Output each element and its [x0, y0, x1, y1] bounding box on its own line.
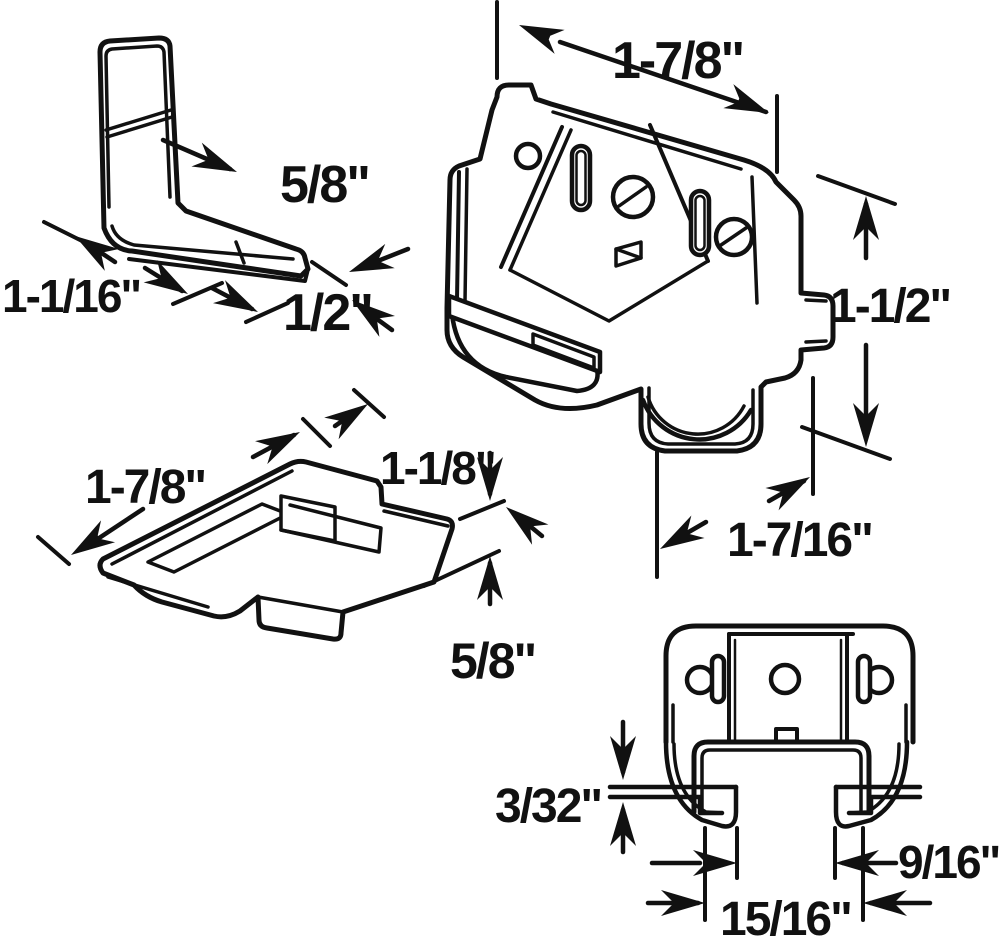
dim-glide-boss-length: 1-1/8" [380, 442, 495, 494]
dim-bracket-height: 1-1/2" [830, 280, 950, 333]
dim-track-lip-thickness: 3/32" [495, 780, 601, 833]
corner-bracket-figure [97, 35, 311, 283]
drawer-glide-figure [97, 458, 455, 642]
corner-bracket-dimensions: 5/8" 1-1/16" 1/2" [2, 137, 411, 342]
dim-track-hook-spacing: 9/16" [898, 836, 999, 888]
dim-bracket-depth: 1-7/16" [727, 514, 872, 567]
dim-corner-top-width: 5/8" [280, 156, 369, 214]
drawer-glide-dimensions: 1-7/8" 1-1/8" 5/8" [36, 388, 549, 689]
dim-glide-height: 5/8" [450, 633, 535, 689]
track-bracket-dimensions: 1-7/8" 1-1/2" 1-7/16" [495, 0, 952, 579]
dim-track-channel-width: 15/16" [720, 893, 851, 946]
dim-glide-length: 1-7/8" [85, 461, 205, 514]
track-bracket-figure [444, 82, 836, 454]
track-section-figure [607, 623, 923, 829]
track-section-dimensions: 3/32" 9/16" 15/16" [495, 719, 1000, 946]
dim-corner-length: 1-1/16" [2, 270, 140, 322]
dim-corner-tip-width: 1/2" [283, 284, 372, 342]
dim-bracket-width: 1-7/8" [612, 32, 743, 90]
